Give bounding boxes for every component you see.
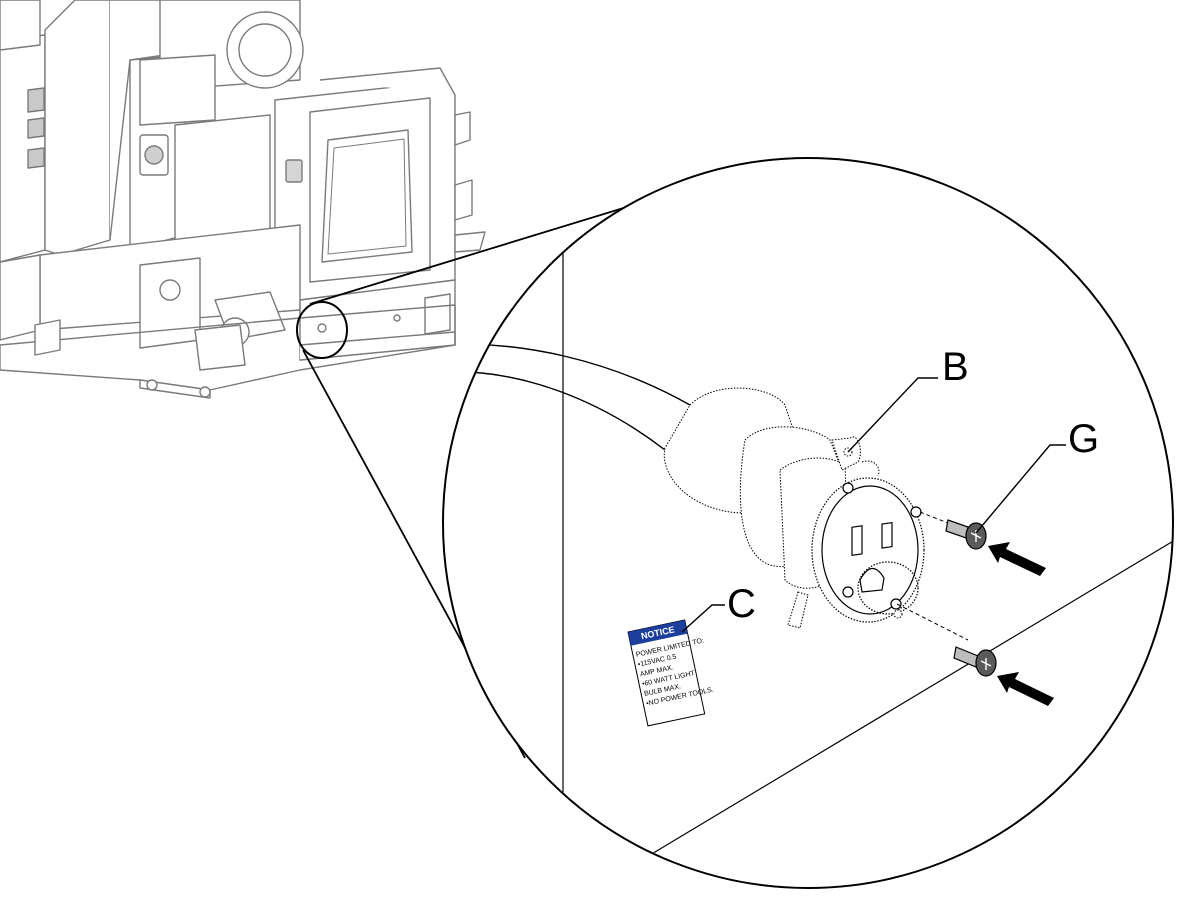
callout-b: B (942, 345, 969, 389)
screw-hole (893, 609, 903, 619)
leader-b (847, 377, 938, 453)
detail-view: NOTICE POWER LIMITED TO: •115VAC 0.5 AMP… (442, 157, 1174, 889)
detail-source-circle (296, 301, 348, 359)
screw-alignment-lines (896, 511, 969, 641)
notice-label: NOTICE POWER LIMITED TO: •115VAC 0.5 AMP… (627, 619, 714, 727)
screw-lower (953, 646, 997, 677)
arrow-upper (988, 542, 1046, 576)
panel-edge-diagonal (649, 539, 1172, 856)
callout-g: G (1068, 417, 1099, 461)
leader-g (975, 444, 1066, 534)
arrow-lower (997, 672, 1054, 706)
machine-illustration (0, 0, 486, 399)
callout-c: C (727, 582, 756, 626)
leader-c (681, 604, 725, 633)
receptacle-face (811, 477, 925, 623)
magnifier-tangent-top (309, 201, 644, 305)
screw-upper (945, 519, 987, 550)
